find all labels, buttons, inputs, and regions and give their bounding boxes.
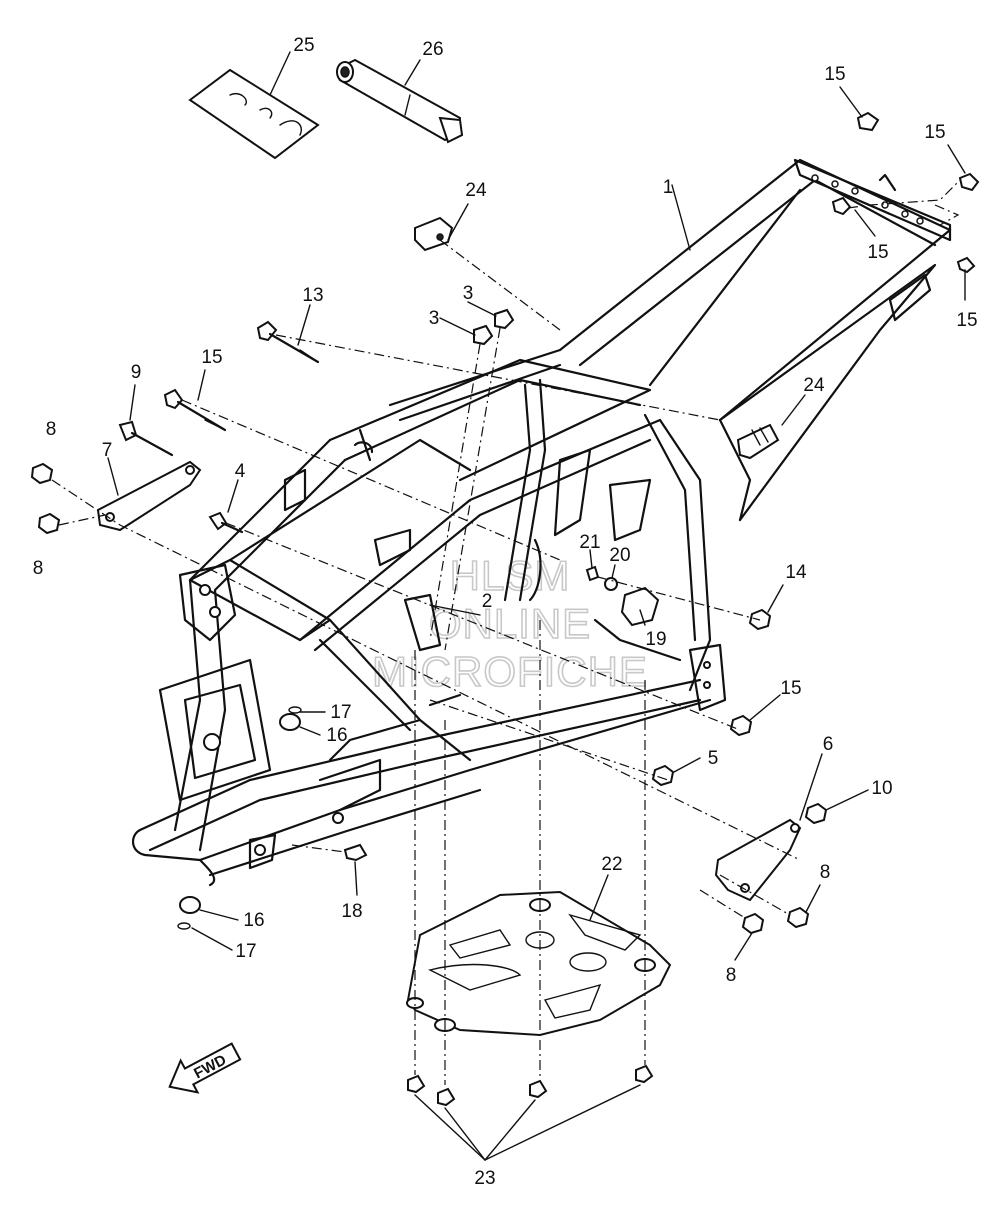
part-15-caps	[831, 111, 980, 274]
callout-numbers: 25 26 15 15 1 24 15 15 3 13 3 15 9 24 8 …	[33, 35, 978, 1189]
part-23-bolts	[407, 1064, 654, 1107]
callout-9: 9	[131, 362, 142, 383]
callout-4: 4	[235, 461, 246, 482]
callout-10: 10	[871, 778, 892, 799]
callout-8: 8	[33, 558, 44, 579]
callout-7: 7	[102, 440, 113, 461]
callout-15: 15	[824, 64, 845, 85]
part-25-manual-pouch	[188, 68, 320, 160]
callout-24: 24	[465, 180, 487, 201]
callout-23: 23	[474, 1168, 495, 1189]
callout-15: 15	[924, 122, 945, 143]
callout-17: 17	[330, 702, 351, 723]
part-3-bolts	[473, 308, 515, 346]
forward-direction-arrow: FWD	[168, 1042, 242, 1094]
part-4-bolt	[208, 511, 244, 534]
callout-13: 15	[201, 347, 222, 368]
part-8-nuts	[30, 462, 810, 935]
part-11-bolt	[256, 320, 320, 364]
callout-5: 5	[708, 748, 719, 769]
callout-16: 16	[326, 725, 347, 746]
callout-15: 15	[956, 310, 977, 331]
callout-21: 21	[579, 532, 600, 553]
callout-24: 24	[803, 375, 825, 396]
callout-18: 18	[341, 901, 362, 922]
main-frame	[132, 158, 952, 887]
leader-lines	[51, 51, 966, 1161]
callout-3: 3	[429, 308, 440, 329]
callout-25: 25	[293, 35, 314, 56]
watermark-line-3: MICROFICHE	[372, 648, 648, 695]
callout-8: 8	[820, 862, 831, 883]
part-nuts-right	[651, 608, 828, 825]
part-18-bolt	[343, 843, 368, 862]
callout-15: 15	[867, 242, 888, 263]
part-7-bracket	[96, 460, 202, 532]
part-24-damper-right	[736, 423, 780, 460]
part-13-bolt	[163, 388, 227, 432]
watermark: HLSM ONLINE MICROFICHE	[371, 551, 648, 696]
callout-14: 15	[780, 678, 801, 699]
callout-12: 14	[785, 562, 807, 583]
part-9-bolt	[118, 420, 174, 457]
watermark-line-2: ONLINE	[429, 600, 591, 647]
part-22-skid-plate	[406, 890, 672, 1037]
callout-17: 17	[235, 941, 256, 962]
callout-19: 19	[645, 629, 666, 650]
callout-2: 2	[482, 591, 493, 612]
callout-3: 3	[463, 283, 474, 304]
part-16-17-grommets	[177, 706, 302, 930]
part-19-rubber-mount	[620, 586, 660, 627]
callout-8: 8	[726, 965, 737, 986]
part-6-bracket	[714, 818, 802, 902]
callout-6: 6	[823, 734, 834, 755]
callout-26: 26	[422, 39, 443, 60]
callout-22: 22	[601, 854, 622, 875]
callout-16: 16	[243, 910, 264, 931]
callout-8: 8	[46, 419, 57, 440]
callout-1: 1	[663, 177, 674, 198]
callout-20: 20	[609, 545, 630, 566]
callout-11: 13	[302, 285, 323, 306]
part-26-tool-roll	[336, 58, 464, 144]
